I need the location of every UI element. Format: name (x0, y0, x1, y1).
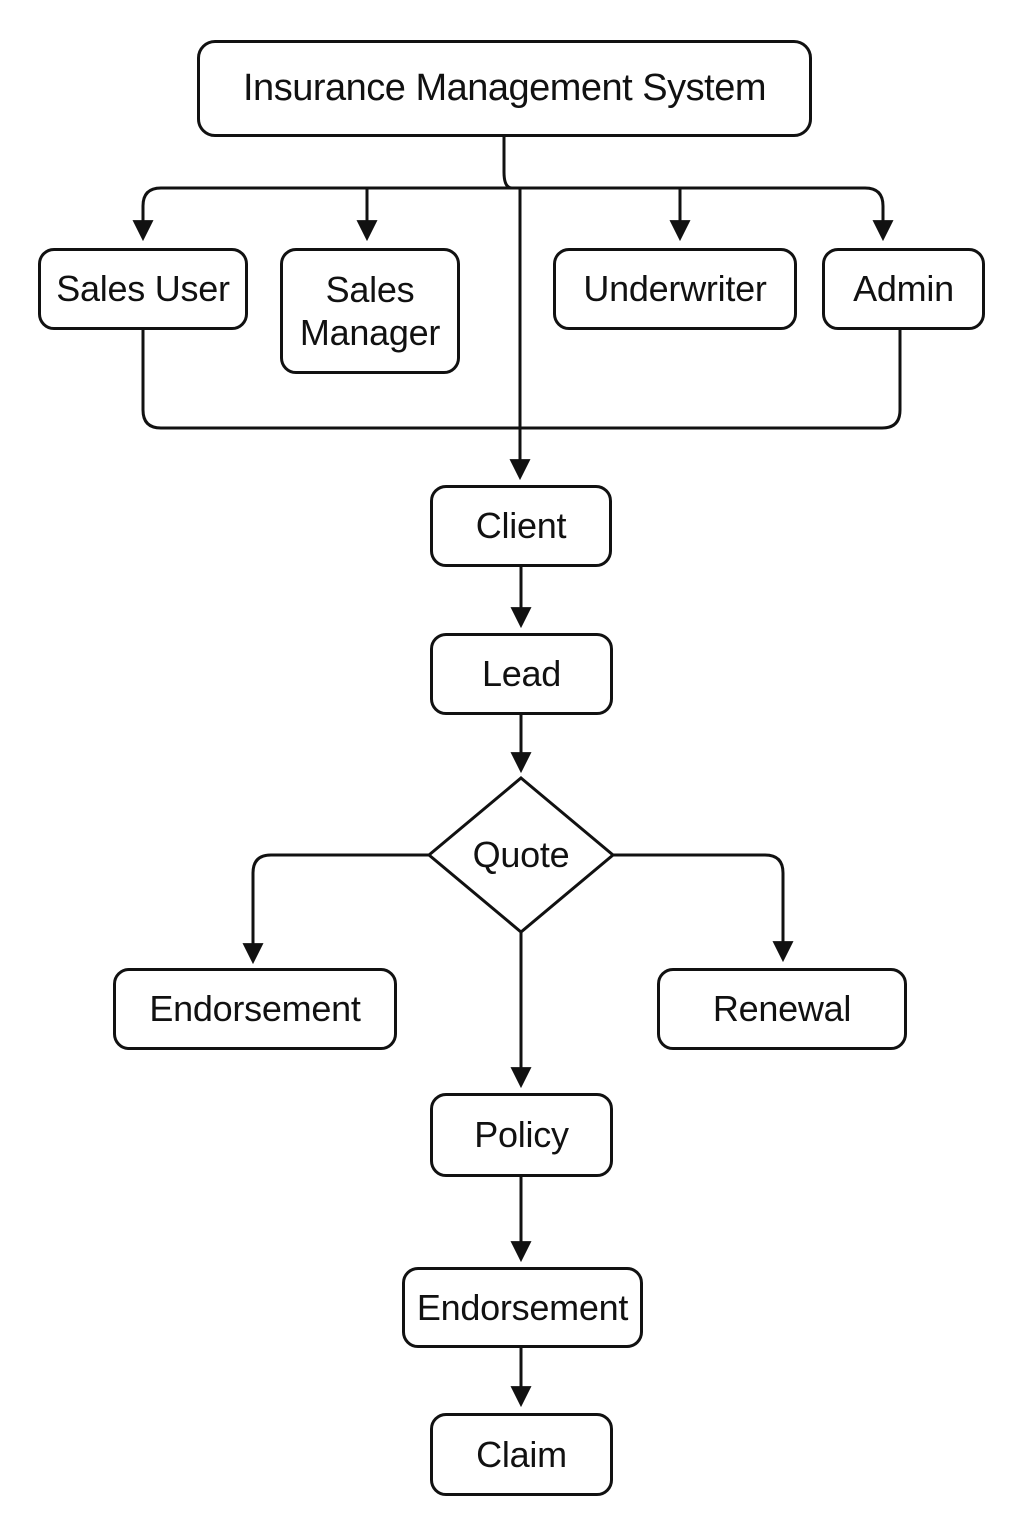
node-sales-manager-label: Sales Manager (299, 268, 441, 353)
node-client-label: Client (475, 505, 567, 547)
edge-rail-salesuser-admin (132, 186, 894, 242)
node-sales-user: Sales User (38, 248, 248, 330)
node-underwriter-label: Underwriter (583, 268, 767, 310)
node-client: Client (430, 485, 612, 567)
node-lead-label: Lead (481, 653, 562, 695)
edge-quote-endorsement-branch (242, 853, 429, 965)
node-quote-diamond (426, 776, 616, 934)
node-underwriter: Underwriter (553, 248, 797, 330)
edge-quote-renewal (613, 853, 794, 963)
node-renewal-label: Renewal (712, 988, 852, 1030)
edge-admin-merge (520, 330, 902, 430)
node-admin: Admin (822, 248, 985, 330)
node-sales-manager: Sales Manager (280, 248, 460, 374)
node-quote: Quote (429, 778, 613, 932)
node-sales-user-label: Sales User (56, 268, 230, 310)
node-system-label: Insurance Management System (243, 66, 767, 109)
node-lead: Lead (430, 633, 613, 715)
node-admin-label: Admin (853, 268, 954, 310)
node-endorsement-label: Endorsement (416, 1286, 629, 1328)
node-policy: Policy (430, 1093, 613, 1177)
edge-system-rail (502, 137, 513, 190)
node-renewal: Renewal (657, 968, 907, 1050)
node-policy-label: Policy (474, 1114, 569, 1156)
node-endorsement-branch: Endorsement (113, 968, 397, 1050)
node-claim: Claim (430, 1413, 613, 1496)
node-quote-label: Quote (472, 834, 570, 875)
node-claim-label: Claim (476, 1433, 567, 1475)
node-endorsement: Endorsement (402, 1267, 643, 1348)
edge-salesuser-merge (141, 329, 520, 430)
node-system: Insurance Management System (197, 40, 812, 137)
node-endorsement-branch-label: Endorsement (149, 988, 361, 1030)
